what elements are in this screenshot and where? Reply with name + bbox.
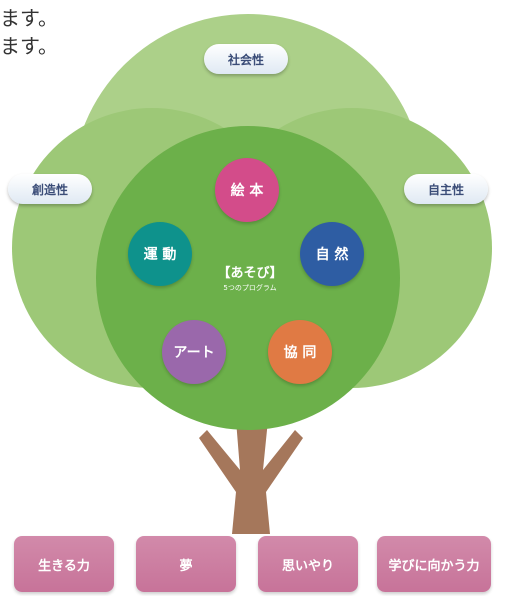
program-exercise-circle: 運 動 <box>128 222 192 286</box>
program-cooperation-circle: 協 同 <box>268 320 332 384</box>
root-box-learning-motivation: 学びに向かう力 <box>377 536 491 592</box>
trait-creativity-pill: 創造性 <box>8 174 92 204</box>
root-box-compassion: 思いやり <box>258 536 358 592</box>
center-subtitle: 5つのプログラム <box>223 284 277 292</box>
trait-independence-pill: 自主性 <box>404 174 488 204</box>
program-nature-circle: 自 然 <box>300 222 364 286</box>
center-title: 【あそび】 <box>217 266 283 281</box>
root-box-dream: 夢 <box>136 536 236 592</box>
tree-trunk <box>199 420 303 534</box>
program-art-circle: アート <box>162 320 226 384</box>
program-picture-book-circle: 絵 本 <box>215 158 279 222</box>
top-text-line-2: ます。 <box>0 34 58 58</box>
trait-social-pill: 社会性 <box>204 44 288 74</box>
top-text-line-1: ます。 <box>0 6 58 30</box>
root-box-living-power: 生きる力 <box>14 536 114 592</box>
